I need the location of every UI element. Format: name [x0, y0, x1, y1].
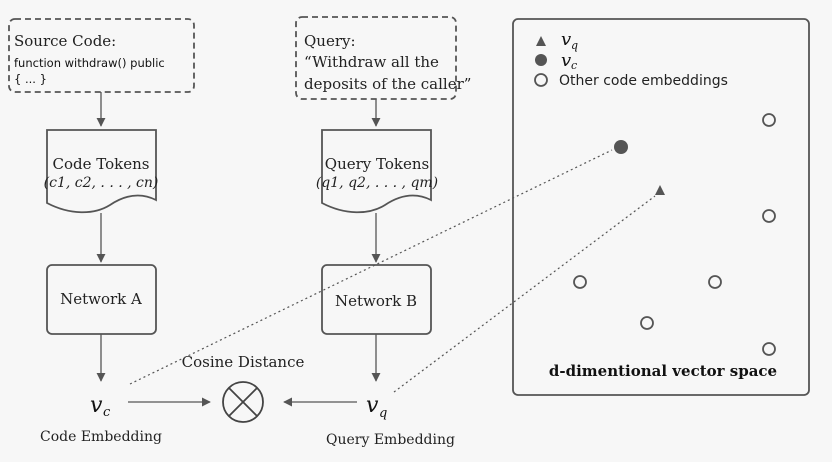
mapping-line-vc	[129, 149, 613, 385]
vc-symbol: v c	[90, 393, 111, 420]
legend-other-marker	[534, 73, 548, 87]
other-embedding-point	[762, 209, 776, 223]
legend-vc-sub: c	[571, 59, 577, 72]
legend: v q v c Other code embeddings	[534, 29, 728, 89]
code-tokens-doc: Code Tokens (c1, c2, . . . , cn)	[44, 129, 159, 214]
cosine-distance-label: Cosine Distance	[182, 353, 305, 371]
source-code-line2: { ... }	[14, 72, 47, 86]
vc-point	[614, 140, 628, 154]
vq-point	[655, 185, 665, 195]
query-tokens-title: Query Tokens	[325, 155, 429, 173]
cosine-distance-operator	[222, 381, 264, 423]
vector-space-panel	[512, 18, 810, 396]
legend-vq-sub: q	[571, 39, 578, 52]
query-line2: deposits of the caller”	[304, 75, 471, 93]
network-b-box: Network B	[321, 264, 432, 335]
code-tokens-title: Code Tokens	[53, 155, 150, 173]
svg-text:v: v	[366, 393, 379, 418]
network-b-label: Network B	[335, 292, 417, 310]
other-embedding-point	[640, 316, 654, 330]
query-box: Query: “Withdraw all the deposits of the…	[295, 16, 471, 100]
code-embedding-label: Code Embedding	[40, 429, 162, 445]
vq-symbol: v q	[366, 393, 387, 421]
vector-space-title: d-dimentional vector space	[549, 362, 777, 380]
svg-text:c: c	[103, 405, 111, 420]
query-tokens-doc: Query Tokens (q1, q2, . . . , qm)	[316, 129, 438, 214]
network-a-label: Network A	[60, 290, 142, 308]
source-code-title: Source Code:	[14, 32, 116, 50]
query-line1: “Withdraw all the	[304, 53, 439, 71]
query-tokens-seq: (q1, q2, . . . , qm)	[316, 175, 438, 191]
other-embedding-point	[573, 275, 587, 289]
other-embedding-point	[762, 342, 776, 356]
other-embedding-point	[762, 113, 776, 127]
query-embedding-label: Query Embedding	[326, 432, 455, 448]
svg-text:q: q	[379, 406, 387, 421]
source-code-box: Source Code: function withdraw() public …	[8, 18, 195, 93]
legend-vq-label: v	[561, 29, 571, 50]
network-a-box: Network A	[46, 264, 157, 335]
other-embedding-point	[708, 275, 722, 289]
svg-text:v: v	[90, 393, 103, 418]
source-code-line1: function withdraw() public	[14, 56, 165, 70]
query-title: Query:	[304, 32, 356, 50]
legend-vq-marker	[536, 36, 546, 46]
legend-vc-label: v	[561, 50, 571, 71]
legend-vc-marker	[535, 54, 547, 66]
legend-other-label: Other code embeddings	[559, 73, 728, 89]
code-tokens-seq: (c1, c2, . . . , cn)	[44, 175, 159, 191]
